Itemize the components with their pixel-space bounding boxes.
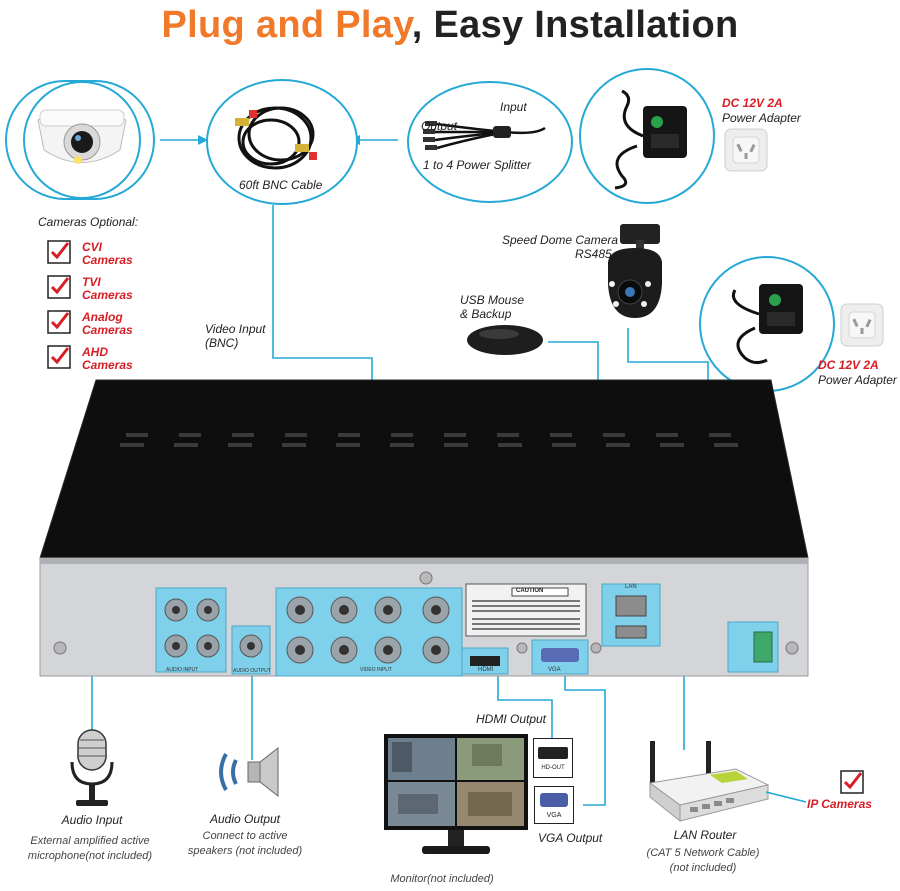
audio-output-desc-line: Connect to active xyxy=(202,830,288,842)
adapter2-voltage: DC 12V 2A xyxy=(818,358,879,372)
ip-cameras-label: IP Cameras xyxy=(807,797,872,811)
vga-port-label: VGA xyxy=(548,667,561,673)
caution-label: CAUTION xyxy=(516,588,544,594)
checkbox-checked-icon xyxy=(840,770,864,794)
audio-output-title: Audio Output xyxy=(209,812,281,826)
lan-router-desc: (CAT 5 Network Cable) (not included) xyxy=(628,846,778,876)
lan-router-title: LAN Router xyxy=(673,828,737,842)
cameras-heading: Cameras Optional: xyxy=(38,215,139,229)
speaker-icon xyxy=(219,746,279,798)
audio-input-desc: External amplified active microphone(not… xyxy=(10,834,170,864)
audio-input-desc-line: External amplified active xyxy=(30,835,150,847)
audio-input-title: Audio Input xyxy=(61,813,123,827)
speed-dome-label: Speed Dome Camera xyxy=(502,233,619,247)
speed-dome-sublabel: RS485 xyxy=(575,247,612,261)
dvr-recorder xyxy=(39,379,809,677)
splitter-output-label: Output xyxy=(421,119,458,133)
ip-cameras-connector xyxy=(766,791,806,803)
mouse-label: USB Mouse xyxy=(460,293,525,307)
monitor-caption: Monitor(not included) xyxy=(390,873,494,885)
checkbox-checked-icon xyxy=(47,345,71,369)
checkbox-checked-icon xyxy=(47,275,71,299)
microphone-icon xyxy=(70,729,114,806)
wall-outlet-icon xyxy=(840,303,884,347)
vga-port-illustration: VGA xyxy=(534,786,574,824)
audio-input-desc-line: microphone(not included) xyxy=(27,850,153,862)
camera-type-name: CVI xyxy=(82,240,103,254)
adapter2-label: Power Adapter xyxy=(818,373,897,387)
hdmi-port-illustration: HD-OUT xyxy=(533,738,573,778)
mouse-sublabel: & Backup xyxy=(460,307,512,321)
video-input-sublabel: (BNC) xyxy=(205,336,239,350)
camera-type-name: Analog xyxy=(82,310,123,324)
hdmi-output-label: HDMI Output xyxy=(476,712,547,726)
speed-dome-camera-icon xyxy=(608,224,662,318)
power-adapter-icon xyxy=(579,68,715,204)
hdmi-port-label: HDMI xyxy=(478,667,494,673)
camera-type-suffix: Cameras xyxy=(82,288,133,302)
checkbox-checked-icon xyxy=(47,310,71,334)
adapter1-voltage: DC 12V 2A xyxy=(722,96,783,110)
lan-router-desc-line: (not included) xyxy=(669,862,737,874)
adapter1-label: Power Adapter xyxy=(722,111,801,125)
audio-input-port-label: AUDIO INPUT xyxy=(166,667,199,673)
splitter-icon xyxy=(407,81,573,203)
power-adapter-icon xyxy=(699,256,835,392)
lan-router-desc-line: (CAT 5 Network Cable) xyxy=(646,847,760,859)
splitter-input-label: Input xyxy=(500,100,527,114)
page-title: Plug and Play, Easy Installation xyxy=(161,4,739,46)
camera-type-name: TVI xyxy=(82,275,101,289)
wall-outlet-icon xyxy=(724,128,768,172)
checkbox-checked-icon xyxy=(47,240,71,264)
bnc-cable-icon xyxy=(206,79,358,205)
camera-type-suffix: Cameras xyxy=(82,358,133,372)
camera-type-name: AHD xyxy=(82,345,108,359)
lan-router-icon xyxy=(648,741,770,823)
usb-mouse-icon xyxy=(467,325,543,355)
audio-output-desc-line: speakers (not included) xyxy=(187,845,303,857)
vga-label: VGA xyxy=(546,812,562,819)
vga-output-label: VGA Output xyxy=(538,831,603,845)
splitter-label: 1 to 4 Power Splitter xyxy=(423,158,532,172)
lan-port-label: LAN xyxy=(625,584,637,590)
video-input-port-label: VIDEO INPUT xyxy=(360,667,392,673)
audio-output-desc: Connect to active speakers (not included… xyxy=(170,829,320,859)
camera-type-suffix: Cameras xyxy=(82,323,133,337)
cable-label: 60ft BNC Cable xyxy=(239,178,323,192)
monitor-icon xyxy=(384,734,528,854)
dome-camera-icon xyxy=(23,81,141,199)
video-input-label: Video Input xyxy=(205,322,266,336)
camera-type-suffix: Cameras xyxy=(82,253,133,267)
audio-output-port-label: AUDIO OUTPUT xyxy=(233,668,271,674)
hd-out-label: HD-OUT xyxy=(541,765,565,771)
